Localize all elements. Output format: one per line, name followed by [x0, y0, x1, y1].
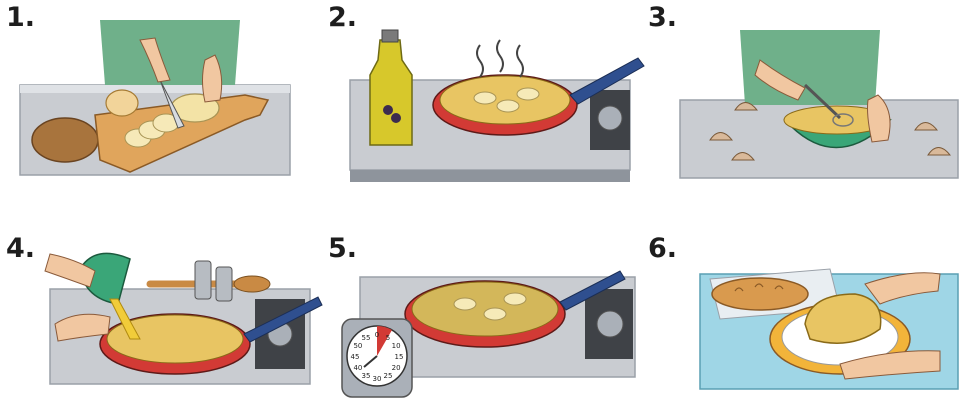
timer-dial-number: 45: [351, 353, 360, 361]
timer-dial-number: 30: [373, 375, 382, 383]
bread-loaf: [712, 278, 808, 310]
beating-eggs-illustration: [640, 0, 960, 199]
potato-shape: [32, 118, 98, 162]
cutting-potatoes-illustration: [0, 0, 320, 199]
salt-shaker: [195, 261, 211, 299]
step-1-panel: 1.: [0, 0, 320, 199]
timer-dial-number: 10: [392, 342, 401, 350]
timer-dial-number: 5: [386, 334, 390, 342]
step-3-panel: 3.: [640, 0, 960, 199]
pouring-eggs-illustration: [0, 199, 320, 398]
oil-bottle: [370, 40, 412, 145]
step-2-panel: 2.: [320, 0, 640, 199]
serving-omelette-illustration: [640, 199, 960, 398]
step-6-panel: 6.: [640, 199, 960, 398]
timer-dial-number: 20: [392, 364, 401, 372]
frying-potatoes-illustration: [320, 0, 640, 199]
pepper-shaker: [216, 267, 232, 301]
timer-dial-number: 25: [384, 372, 393, 380]
step-4-panel: 4.: [0, 199, 320, 398]
timer-dial-number: 50: [353, 342, 362, 350]
timer-dial-number: 40: [353, 364, 362, 372]
timer-dial-number: 55: [362, 334, 371, 342]
timer-dial-number: 35: [362, 372, 371, 380]
timer-dial-number: 15: [395, 353, 404, 361]
timer-dial-number: 0: [375, 331, 379, 339]
